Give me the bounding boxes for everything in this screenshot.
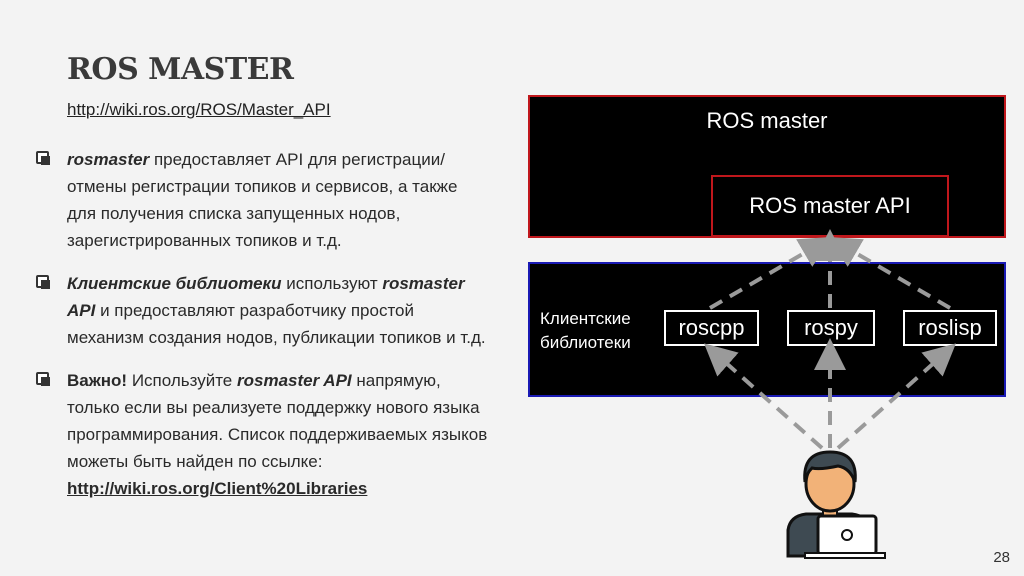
bullet-strong: rosmaster API xyxy=(67,274,465,320)
arrow-user-to-roslisp xyxy=(836,343,956,450)
bullet-item: rosmaster предоставляет API для регистра… xyxy=(36,146,491,254)
page-number: 28 xyxy=(993,549,1010,566)
bullet-list: rosmaster предоставляет API для регистра… xyxy=(36,146,491,518)
master-api-link[interactable]: http://wiki.ros.org/ROS/Master_API xyxy=(67,100,331,119)
bullet-strong: rosmaster xyxy=(67,150,150,169)
bullet-item: Важно! Используйте rosmaster API напряму… xyxy=(36,367,491,502)
lib-roscpp-box: roscpp xyxy=(664,310,759,346)
bullet-text: и предоставляют разработчику простой мех… xyxy=(67,301,486,347)
client-libraries-link[interactable]: http://wiki.ros.org/Client%20Libraries xyxy=(67,479,368,498)
checkbox-bullet-icon xyxy=(36,275,50,289)
arrow-roslisp-to-api xyxy=(828,236,952,310)
bullet-strong: Клиентские библиотеки xyxy=(67,274,282,293)
arrow-user-to-roscpp xyxy=(704,343,824,450)
lib-rospy-box: rospy xyxy=(787,310,875,346)
bullet-strong: rosmaster API xyxy=(237,371,352,390)
bullet-text: предоставляет API для регистрации/отмены… xyxy=(67,150,458,250)
client-libraries-label: Клиентские библиотеки xyxy=(540,307,631,355)
checkbox-bullet-icon xyxy=(36,151,50,165)
bullet-strong: Важно! xyxy=(67,371,128,390)
bullet-text: напрямую, только если вы реализуете подд… xyxy=(67,371,488,471)
user-with-laptop-icon xyxy=(786,450,886,559)
client-libraries-label-line: Клиентские xyxy=(540,309,631,328)
ros-master-api-box: ROS master API xyxy=(711,175,949,237)
bullet-text: используют xyxy=(281,274,383,293)
ros-master-label: ROS master xyxy=(706,108,828,133)
bullet-text: Используйте xyxy=(127,371,237,390)
lib-roslisp-box: roslisp xyxy=(903,310,997,346)
checkbox-bullet-icon xyxy=(36,372,50,386)
arrow-roscpp-to-api xyxy=(708,236,832,310)
page-title: ROS MASTER xyxy=(67,52,294,87)
bullet-item: Клиентские библиотеки используют rosmast… xyxy=(36,270,491,351)
client-libraries-label-line: библиотеки xyxy=(540,333,631,352)
